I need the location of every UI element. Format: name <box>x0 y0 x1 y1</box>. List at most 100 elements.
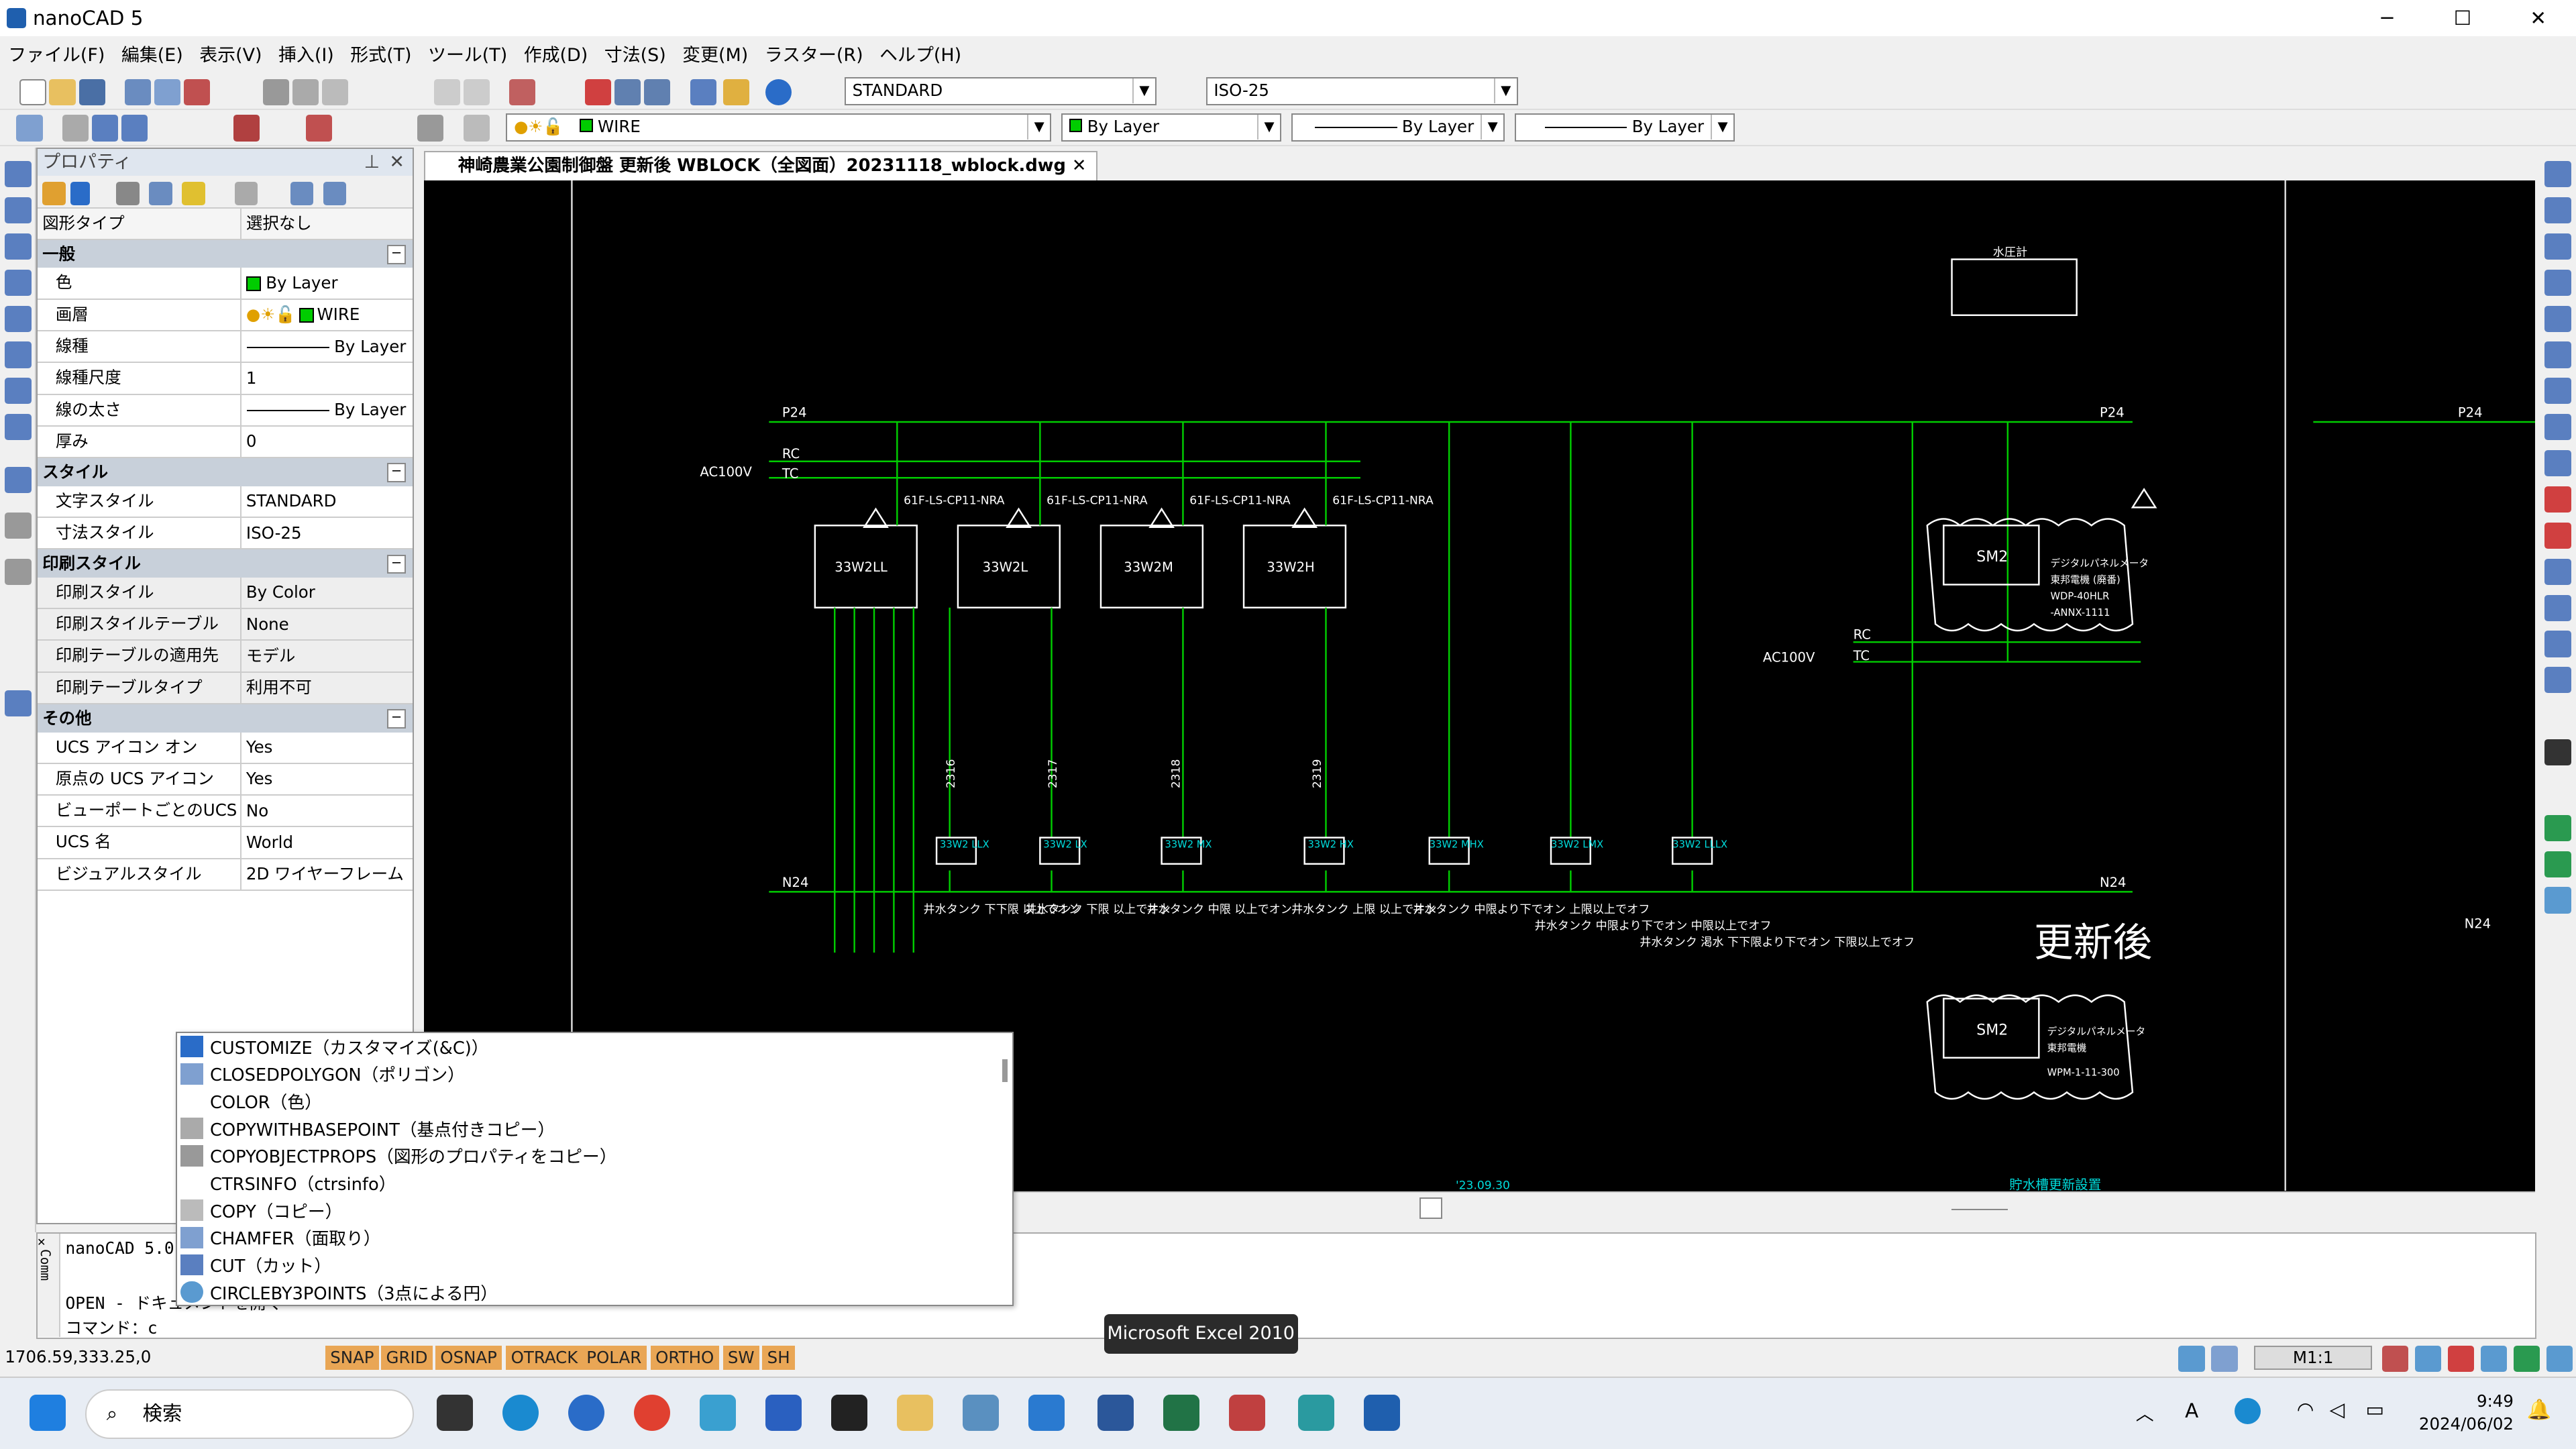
clock-date[interactable]: 2024/06/02 <box>2418 1414 2514 1434</box>
volume-icon[interactable]: ◁ <box>2329 1397 2345 1421</box>
list-item[interactable]: COLOR（色） <box>177 1087 1012 1115</box>
quick-select-icon[interactable] <box>42 182 66 205</box>
notification-bell-icon[interactable]: 🔔 <box>2526 1397 2552 1421</box>
highlight-icon[interactable] <box>182 182 205 205</box>
chevron-up-icon[interactable]: ︿ <box>2135 1404 2154 1426</box>
notes-icon[interactable] <box>765 1394 802 1431</box>
pencil-icon[interactable] <box>722 78 749 105</box>
zoom-icon[interactable] <box>2480 1345 2508 1372</box>
pan-icon[interactable] <box>509 78 536 105</box>
array-icon[interactable] <box>2544 305 2571 332</box>
section-misc[interactable]: その他 <box>37 704 413 733</box>
menu-format[interactable]: 形式(T) <box>350 45 412 66</box>
lineweight-select[interactable]: By Layer▼ <box>1514 113 1735 142</box>
copy-icon[interactable] <box>292 78 319 105</box>
ungroup-icon[interactable] <box>2544 851 2571 877</box>
select-objects-icon[interactable] <box>116 182 140 205</box>
sort-icon[interactable] <box>290 182 314 205</box>
select-icon[interactable] <box>62 115 89 142</box>
point-icon[interactable] <box>5 466 32 493</box>
undo-icon[interactable] <box>433 78 460 105</box>
maximize-button[interactable]: ☐ <box>2453 6 2472 30</box>
clock-time[interactable]: 9:49 <box>2477 1391 2514 1411</box>
menu-modify[interactable]: 変更(M) <box>682 45 749 66</box>
help-icon[interactable] <box>765 78 792 105</box>
menu-insert[interactable]: 挿入(I) <box>278 45 334 66</box>
app-icon[interactable] <box>700 1394 737 1431</box>
section-general[interactable]: 一般 <box>37 239 413 268</box>
print-icon[interactable] <box>125 78 152 105</box>
new-file-icon[interactable] <box>19 78 46 105</box>
zoom-window-icon[interactable] <box>584 78 612 105</box>
properties-icon[interactable] <box>417 115 444 142</box>
stretch-icon[interactable] <box>2544 450 2571 477</box>
menu-view[interactable]: 表示(V) <box>199 45 262 66</box>
fullscreen-icon[interactable] <box>2546 1345 2573 1372</box>
command-autocomplete-list[interactable]: CUSTOMIZE（カスタマイズ(&C)） CLOSEDPOLYGON（ポリゴン… <box>176 1031 1014 1306</box>
list-item[interactable]: CUSTOMIZE（カスタマイズ(&C)） <box>177 1033 1012 1061</box>
extend-icon[interactable] <box>2544 522 2571 549</box>
menu-edit[interactable]: 編集(E) <box>121 45 183 66</box>
chrome-icon[interactable] <box>634 1394 671 1431</box>
menu-raster[interactable]: ラスター(R) <box>764 45 863 66</box>
match-props-icon[interactable] <box>463 115 490 142</box>
object-type-row[interactable]: 図形タイプ選択なし <box>37 208 413 240</box>
mirror-icon[interactable] <box>2544 233 2571 260</box>
scroll-thumb[interactable] <box>1951 1209 2008 1211</box>
command-input[interactable]: コマンド：c <box>65 1318 158 1338</box>
layout-icon[interactable] <box>2211 1345 2238 1372</box>
list-scrollbar[interactable] <box>1002 1059 1008 1083</box>
redo-icon[interactable] <box>463 78 490 105</box>
vscode-icon[interactable] <box>1028 1394 1065 1431</box>
close-button[interactable]: ✕ <box>2530 6 2547 30</box>
block-icon[interactable] <box>305 115 332 142</box>
document-tab[interactable]: 神崎農業公園制御盤 更新後 WBLOCK（全図面）20231118_wblock… <box>423 151 1098 181</box>
zoom-realtime-icon[interactable] <box>2415 1345 2442 1372</box>
ellipse-icon[interactable] <box>5 414 32 441</box>
image-viewer-icon[interactable] <box>1228 1394 1265 1431</box>
scale-icon[interactable] <box>2544 414 2571 441</box>
zoom-extents-icon[interactable] <box>2448 1345 2475 1372</box>
menu-tools[interactable]: ツール(T) <box>428 45 508 66</box>
sh-toggle[interactable]: SH <box>762 1345 795 1371</box>
circle-icon[interactable] <box>5 341 32 368</box>
toggle-pickadd-icon[interactable] <box>70 182 91 205</box>
fillet-icon[interactable] <box>2544 667 2571 694</box>
wifi-icon[interactable]: ◠ <box>2296 1397 2314 1421</box>
zoom-icon[interactable] <box>644 78 671 105</box>
copy-object-icon[interactable] <box>2544 197 2571 224</box>
color-select[interactable]: By Layer▼ <box>1061 113 1282 142</box>
remote-icon[interactable] <box>963 1394 999 1431</box>
explode-icon[interactable] <box>2544 739 2571 766</box>
sw-toggle[interactable]: SW <box>722 1345 759 1371</box>
dim-radius-icon[interactable] <box>121 115 148 142</box>
menu-draw[interactable]: 作成(D) <box>523 45 588 66</box>
open-file-icon[interactable] <box>49 78 76 105</box>
refresh-icon[interactable] <box>2544 887 2571 914</box>
prop-row-plot-attached[interactable]: 印刷テーブルの適用先モデル <box>37 641 413 673</box>
polar-toggle[interactable]: POLAR <box>581 1345 647 1371</box>
list-item[interactable]: COPYWITHBASEPOINT（基点付きコピー） <box>177 1115 1012 1142</box>
distance-icon[interactable] <box>690 78 716 105</box>
table-icon[interactable] <box>5 558 32 585</box>
menu-file[interactable]: ファイル(F) <box>8 45 105 66</box>
break-icon[interactable] <box>2544 558 2571 585</box>
notepad-icon[interactable] <box>1297 1394 1334 1431</box>
linetype-select[interactable]: By Layer▼ <box>1291 113 1505 142</box>
windows-start-icon[interactable] <box>30 1394 66 1431</box>
close-panel-icon[interactable]: ✕ <box>389 152 405 173</box>
onedrive-icon[interactable] <box>2234 1397 2261 1424</box>
line-icon[interactable] <box>5 160 32 188</box>
group-icon[interactable] <box>2544 814 2571 841</box>
prop-row-plot-type[interactable]: 印刷テーブルタイプ利用不可 <box>37 672 413 704</box>
cut-icon[interactable] <box>262 78 289 105</box>
prop-row-layer[interactable]: 画層●☀🔓WIRE <box>37 299 413 331</box>
trim-icon[interactable] <box>2544 486 2571 513</box>
